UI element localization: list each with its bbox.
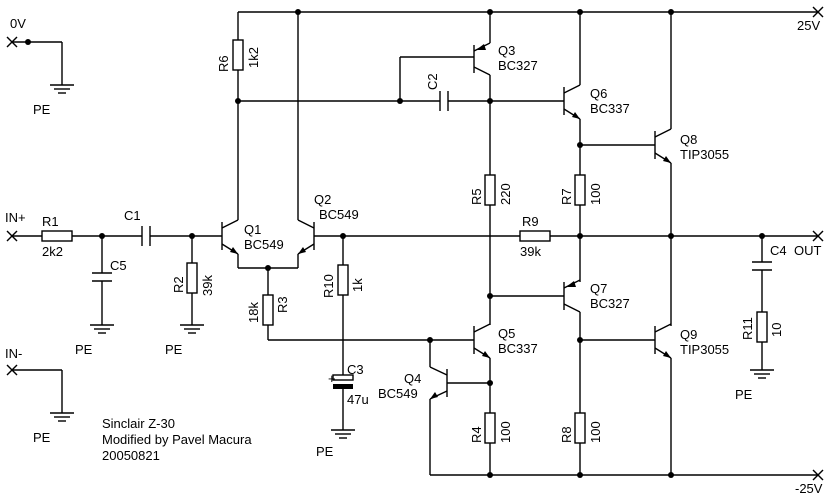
r1-value: 2k2 [42, 244, 63, 259]
r9-ref: R9 [522, 214, 539, 229]
c1-ref: C1 [124, 208, 141, 223]
rail-pos-label: 25V [797, 18, 820, 33]
r3-ref: R3 [275, 296, 290, 313]
title-block: Sinclair Z-30 Modified by Pavel Macura 2… [102, 416, 252, 463]
negative-rail: -25V [430, 469, 824, 496]
r4-value: 100 [498, 421, 513, 443]
ground-label: PE [735, 387, 753, 402]
r11-ref: R11 [740, 317, 755, 340]
q8-ref: Q8 [680, 132, 697, 147]
q5-ref: Q5 [498, 326, 515, 341]
q9-ref: Q9 [680, 327, 697, 342]
transistor-q1: Q1 BC549 [221, 219, 284, 255]
resistor-r1: R1 2k2 [41, 214, 73, 259]
c5-ref: C5 [110, 258, 127, 273]
transistor-q7: Q7 BC327 [563, 279, 630, 313]
c3-value: 47u [347, 392, 369, 407]
q5-value: BC337 [498, 341, 538, 356]
r1-ref: R1 [42, 214, 59, 229]
input-minus-terminal: IN- PE [5, 346, 74, 445]
resistor-r9: R9 39k [519, 214, 551, 259]
resistor-r4: R4 100 [469, 412, 513, 444]
q4-ref: Q4 [404, 371, 421, 386]
r6-ref: R6 [216, 55, 231, 72]
q1-value: BC549 [244, 237, 284, 252]
q7-ref: Q7 [590, 281, 607, 296]
q8-value: TIP3055 [680, 147, 729, 162]
q9-value: TIP3055 [680, 342, 729, 357]
r10-ref: R10 [321, 274, 336, 298]
ground-label: PE [33, 102, 51, 117]
resistor-r5: R5 220 [469, 174, 513, 206]
r5-ref: R5 [469, 188, 484, 205]
ground-label: PE [316, 444, 334, 459]
transistor-q3: Q3 BC327 [473, 42, 538, 76]
note-line-1: Sinclair Z-30 [102, 416, 175, 431]
capacitor-c4: C4 [752, 236, 787, 312]
resistor-r10: R10 1k [321, 236, 365, 375]
r10-value: 1k [350, 278, 365, 292]
r7-ref: R7 [559, 188, 574, 205]
r2-ref: R2 [171, 276, 186, 293]
r7-value: 100 [588, 183, 603, 205]
transistor-q5: Q5 BC337 [473, 323, 538, 359]
note-line-3: 20050821 [102, 448, 160, 463]
q7-value: BC327 [590, 296, 630, 311]
output-terminal: OUT [794, 230, 824, 258]
resistor-r2: R2 39k PE [165, 236, 215, 357]
transistor-q2: Q2 BC549 [297, 192, 359, 255]
resistor-r11: R11 10 PE [735, 311, 784, 402]
transistor-q6: Q6 BC337 [563, 84, 630, 120]
resistor-r6: R6 1k2 [216, 39, 261, 72]
q3-ref: Q3 [498, 43, 515, 58]
resistor-r7: R7 100 [559, 174, 603, 206]
r11-value: 10 [769, 323, 784, 337]
capacitor-c1: C1 [124, 208, 151, 246]
note-line-2: Modified by Pavel Macura [102, 432, 252, 447]
r5-value: 220 [498, 183, 513, 205]
q4-value: BC549 [378, 386, 418, 401]
capacitor-c3: + C3 47u PE [316, 362, 369, 459]
capacitor-c2: C2 [425, 73, 449, 111]
r2-value: 39k [200, 275, 215, 296]
r8-ref: R8 [559, 426, 574, 443]
r8-value: 100 [588, 421, 603, 443]
out-label: OUT [794, 243, 822, 258]
q6-value: BC337 [590, 101, 630, 116]
capacitor-c5: C5 PE [75, 236, 127, 357]
q2-value: BC549 [319, 207, 359, 222]
in-minus-label: IN- [5, 346, 22, 361]
r3-value: 18k [246, 302, 261, 323]
ground-label: PE [33, 430, 51, 445]
zero-volt-terminal: 0V PE [6, 16, 74, 117]
in-plus-label: IN+ [5, 210, 26, 225]
q2-ref: Q2 [314, 192, 331, 207]
transistor-q9: Q9 TIP3055 [654, 323, 729, 359]
r6-value: 1k2 [246, 47, 261, 68]
c3-polarity: + [328, 371, 336, 386]
r4-ref: R4 [469, 426, 484, 443]
transistor-q4: Q4 BC549 [378, 366, 448, 401]
q1-ref: Q1 [244, 222, 261, 237]
transistor-q8: Q8 TIP3055 [654, 128, 729, 164]
c3-ref: C3 [347, 362, 364, 377]
c4-ref: C4 [770, 243, 787, 258]
c2-ref: C2 [425, 73, 440, 90]
q3-value: BC327 [498, 58, 538, 73]
resistor-r3: 18k R3 [246, 268, 290, 340]
zero-volt-label: 0V [10, 16, 26, 31]
resistor-r8: R8 100 [559, 412, 603, 444]
positive-rail: 25V [238, 6, 824, 33]
rail-neg-label: -25V [795, 481, 823, 496]
r9-value: 39k [520, 244, 541, 259]
ground-label: PE [75, 342, 93, 357]
ground-label: PE [165, 342, 183, 357]
q6-ref: Q6 [590, 86, 607, 101]
